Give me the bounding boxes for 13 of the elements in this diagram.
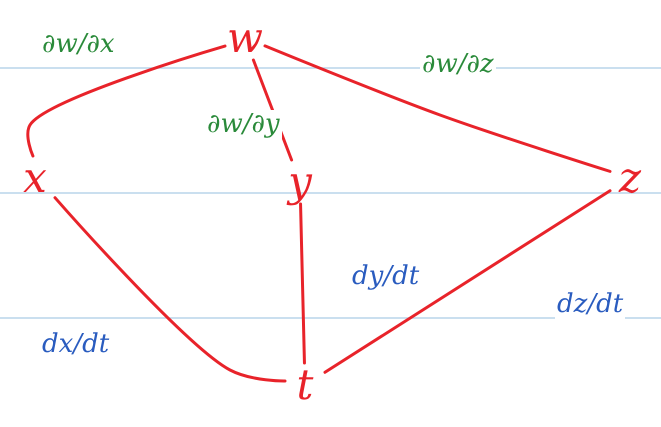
connector-line [264,44,612,173]
variable-label: w [225,16,265,60]
variable-label: x [15,156,55,200]
variable-label: y [280,160,320,204]
edge-label: ∂w/∂y [205,110,282,139]
connector-line [324,189,612,374]
connector-line [299,202,306,364]
variable-label: t [285,363,325,407]
edge-label: dz/dt [555,290,626,319]
variable-label: z [610,156,650,200]
connector-line [26,44,226,158]
connector-line [54,196,286,382]
edge-label: dy/dt [350,262,422,291]
